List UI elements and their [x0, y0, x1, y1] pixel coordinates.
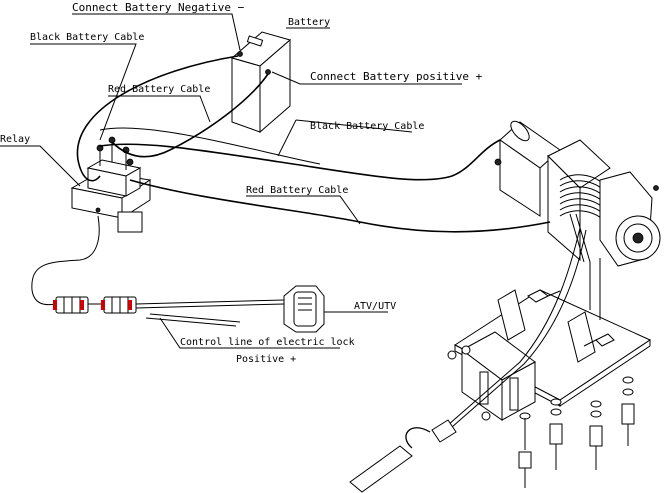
bolt: [527, 289, 561, 303]
leader-lines: [0, 13, 462, 349]
label-control-line: Control line of electric lock: [180, 337, 355, 348]
label-red-battery-cable-bottom: Red Battery Cable: [246, 185, 348, 196]
label-atv-utv: ATV/UTV: [354, 301, 396, 312]
connector-female: [101, 296, 137, 314]
battery-negative-terminal: [237, 51, 243, 57]
label-battery: Battery: [288, 17, 330, 28]
label-connect-battery-negative: Connect Battery Negative −: [72, 1, 245, 14]
bolt: [549, 398, 563, 470]
label-relay: Relay: [0, 134, 30, 145]
bolt-set: [447, 289, 635, 488]
cable-red-battery-bottom: [129, 179, 551, 233]
label-positive: Positive +: [236, 354, 296, 365]
label-black-battery-cable-top: Black Battery Cable: [30, 32, 144, 43]
atv-utv-switch-plug: [283, 285, 325, 333]
battery-positive-terminal: [265, 69, 271, 75]
bolt: [518, 412, 532, 488]
label-connect-battery-positive: Connect Battery positive +: [310, 70, 483, 83]
battery: [230, 31, 292, 134]
connector-male: [53, 296, 89, 314]
winch: [494, 120, 661, 267]
cable-black-battery-top: [76, 55, 239, 182]
bolt: [589, 400, 603, 470]
label-black-battery-cable-right: Black Battery Cable: [310, 121, 424, 132]
cable-black-battery-right: [99, 127, 501, 181]
winch-cable-and-hook: [349, 213, 601, 493]
label-red-battery-cable-top: Red Battery Cable: [108, 84, 210, 95]
relay: [70, 136, 152, 233]
bolt: [621, 376, 635, 446]
bolt: [583, 333, 615, 347]
